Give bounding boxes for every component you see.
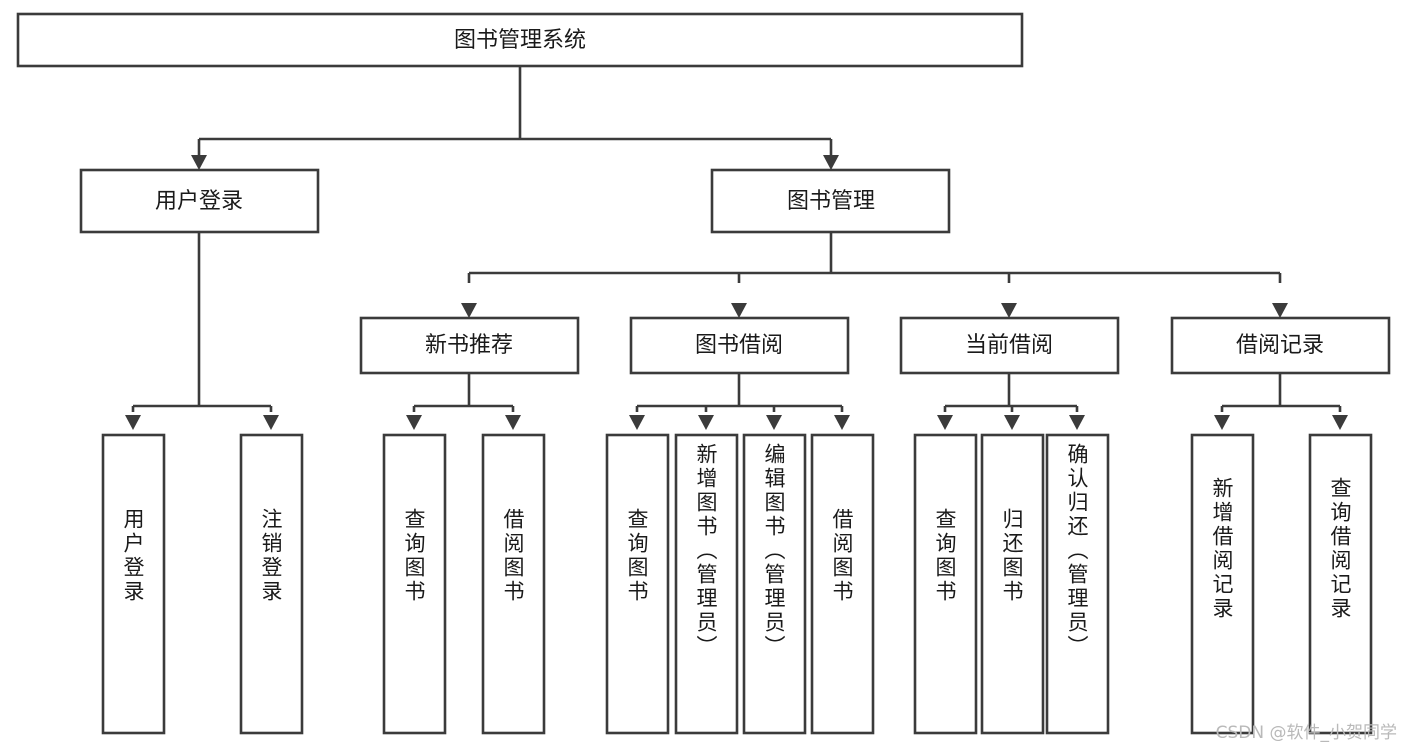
connector-user-login-to-leaves — [125, 232, 279, 430]
leaf-node[interactable]: 借阅图书 — [810, 433, 875, 735]
node-new-book-recommend[interactable]: 新书推荐 — [359, 316, 580, 375]
leaf-label: 查询图书 — [402, 508, 426, 604]
leaf-label: 确认归还（管理员） — [1065, 443, 1089, 659]
leaf-label: 编辑图书（管理员） — [762, 443, 786, 659]
arrow-to-leaf — [505, 415, 521, 430]
node-current-borrow-box[interactable] — [899, 316, 1120, 375]
arrow-to-leaf — [125, 415, 141, 430]
connector-root-to-level2 — [191, 66, 839, 170]
leaf-node[interactable]: 归还图书 — [980, 433, 1045, 735]
node-new-book-recommend-box[interactable] — [359, 316, 580, 375]
leaf-label: 新增借阅记录 — [1210, 477, 1234, 621]
leaf-label: 归还图书 — [1000, 508, 1024, 604]
leaf-node[interactable]: 用户登录 — [101, 433, 166, 735]
leaf-label: 新增图书（管理员） — [694, 443, 718, 659]
leaf-label: 查询图书 — [625, 508, 649, 604]
connector-borrow-record-to-leaves — [1214, 373, 1348, 430]
connector-current-borrow-to-leaves — [937, 373, 1085, 430]
arrow-to-book-borrow — [731, 303, 747, 318]
node-borrow-record[interactable]: 借阅记录 — [1170, 316, 1391, 375]
arrow-to-leaf — [263, 415, 279, 430]
node-book-borrow[interactable]: 图书借阅 — [629, 316, 850, 375]
node-borrow-record-label: 借阅记录 — [1236, 333, 1324, 358]
arrow-to-leaf — [1214, 415, 1230, 430]
node-book-manage-label: 图书管理 — [787, 189, 875, 214]
leaf-label: 用户登录 — [121, 508, 145, 604]
node-root[interactable]: 图书管理系统 — [16, 12, 1024, 68]
leaf-box[interactable] — [239, 433, 304, 735]
leaf-node[interactable]: 新增图书（管理员） — [674, 433, 739, 735]
node-borrow-record-box[interactable] — [1170, 316, 1391, 375]
leaf-node[interactable]: 查询图书 — [382, 433, 447, 735]
leaf-box[interactable] — [605, 433, 670, 735]
arrow-to-user-login — [191, 155, 207, 170]
arrow-to-leaf — [1069, 415, 1085, 430]
leaf-node[interactable]: 借阅图书 — [481, 433, 546, 735]
leaf-label: 查询借阅记录 — [1328, 477, 1352, 621]
arrow-to-leaf — [1332, 415, 1348, 430]
leaf-box[interactable] — [101, 433, 166, 735]
node-book-borrow-box[interactable] — [629, 316, 850, 375]
leaf-node[interactable]: 查询借阅记录 — [1308, 433, 1373, 735]
leaf-node[interactable]: 查询图书 — [605, 433, 670, 735]
arrow-to-book-manage — [823, 155, 839, 170]
node-current-borrow-label: 当前借阅 — [965, 333, 1053, 358]
node-root-label: 图书管理系统 — [454, 28, 586, 53]
leaf-box[interactable] — [382, 433, 447, 735]
arrow-to-leaf — [834, 415, 850, 430]
leaf-node[interactable]: 注销登录 — [239, 433, 304, 735]
node-user-login[interactable]: 用户登录 — [79, 168, 320, 234]
leaf-label: 查询图书 — [933, 508, 957, 604]
arrow-to-leaf — [1004, 415, 1020, 430]
connector-new-book-to-leaves — [406, 373, 521, 430]
leaf-box[interactable] — [742, 433, 807, 735]
leaf-box[interactable] — [810, 433, 875, 735]
arrow-to-leaf — [406, 415, 422, 430]
leaf-box[interactable] — [1308, 433, 1373, 735]
arrow-to-leaf — [698, 415, 714, 430]
leaf-box[interactable] — [1045, 433, 1110, 735]
node-new-book-recommend-label: 新书推荐 — [425, 333, 513, 358]
leaf-label: 借阅图书 — [830, 508, 854, 604]
leaf-label: 借阅图书 — [501, 508, 525, 604]
leaf-node[interactable]: 查询图书 — [913, 433, 978, 735]
arrow-to-borrow-record — [1272, 303, 1288, 318]
node-current-borrow[interactable]: 当前借阅 — [899, 316, 1120, 375]
node-root-box[interactable] — [16, 12, 1024, 68]
leaf-node[interactable]: 新增借阅记录 — [1190, 433, 1255, 735]
leaf-label: 注销登录 — [259, 508, 283, 604]
connector-book-borrow-to-leaves — [629, 373, 850, 430]
arrow-to-leaf — [766, 415, 782, 430]
leaf-node[interactable]: 确认归还（管理员） — [1045, 433, 1110, 735]
arrow-to-leaf — [937, 415, 953, 430]
arrow-to-new-book — [461, 303, 477, 318]
leaf-box[interactable] — [481, 433, 546, 735]
leaf-box[interactable] — [980, 433, 1045, 735]
leaf-node[interactable]: 编辑图书（管理员） — [742, 433, 807, 735]
connector-book-manage-to-level3 — [461, 232, 1288, 318]
node-user-login-box[interactable] — [79, 168, 320, 234]
leaf-box[interactable] — [674, 433, 739, 735]
arrow-to-leaf — [629, 415, 645, 430]
node-user-login-label: 用户登录 — [155, 189, 243, 214]
arrow-to-current-borrow — [1001, 303, 1017, 318]
leaf-box[interactable] — [1190, 433, 1255, 735]
node-book-manage-box[interactable] — [710, 168, 951, 234]
leaf-box[interactable] — [913, 433, 978, 735]
node-book-manage[interactable]: 图书管理 — [710, 168, 951, 234]
node-book-borrow-label: 图书借阅 — [695, 333, 783, 358]
